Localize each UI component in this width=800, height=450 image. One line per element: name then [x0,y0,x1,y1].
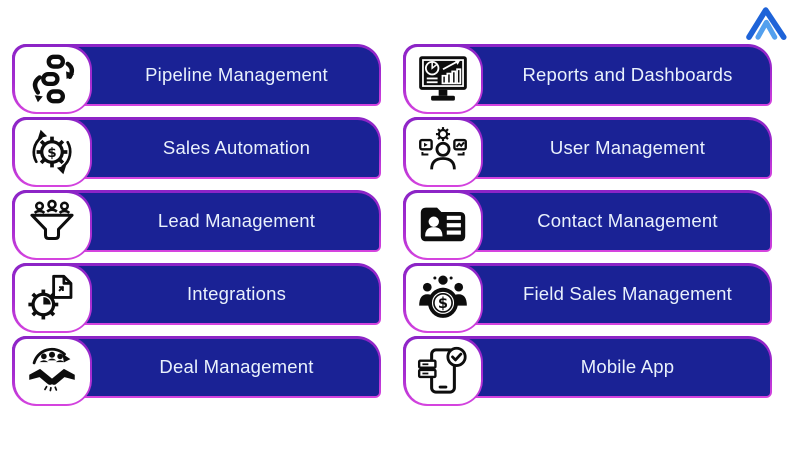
feature-card-user-management: User Management [403,117,772,187]
icon-box [12,44,92,114]
feature-label: Lead Management [157,210,316,231]
lead-funnel-icon [30,199,74,241]
feature-label: User Management [549,137,706,158]
icon-box-inner [14,46,90,112]
feature-card-integrations: Integrations [12,263,381,333]
icon-box-inner [405,46,481,112]
icon-box: $ [12,117,92,187]
phone-check-icon [417,346,467,394]
feature-card-mobile-app: Mobile App [403,336,772,406]
feature-card-deal-management: Deal Management [12,336,381,406]
feature-label: Reports and Dashboards [522,64,733,85]
icon-box [12,263,92,333]
svg-text:$: $ [438,295,448,312]
feature-label: Integrations [186,283,287,304]
people-dollar-icon: $ [419,275,467,318]
feature-card-sales-automation: Sales Automation [12,117,381,187]
icon-box [403,190,483,260]
icon-box [12,336,92,406]
feature-card-contact-management: Contact Management [403,190,772,260]
icon-box-inner [14,192,90,258]
icon-box-inner: $ [405,265,481,331]
user-gear-icon [419,127,467,170]
feature-label: Pipeline Management [145,64,328,85]
handshake-people-icon [29,347,75,392]
feature-label: Deal Management [159,356,314,377]
feature-label: Mobile App [580,356,675,377]
icon-box: $ [403,263,483,333]
gear-document-icon [28,274,73,320]
svg-text:$: $ [47,145,56,161]
pipeline-flow-icon [32,54,75,104]
icon-box [12,190,92,260]
feature-label: Contact Management [537,210,718,231]
monitor-analytics-icon [419,56,467,101]
feature-label: Sales Automation [162,137,311,158]
icon-box-inner [14,338,90,404]
icon-box-inner [405,338,481,404]
contact-card-icon [420,207,466,242]
feature-label: Field Sales Management [522,283,733,304]
icon-box-inner [405,119,481,185]
feature-card-field-sales-management: Field Sales Management [403,263,772,333]
feature-card-lead-management: Lead Management [12,190,381,260]
gear-dollar-sync-icon: $ [32,129,72,175]
feature-grid: Pipeline Management [12,44,772,406]
icon-box [403,117,483,187]
icon-box-inner [405,192,481,258]
mountain-m-logo [746,7,787,40]
icon-box-inner: $ [14,119,90,185]
icon-box-inner [14,265,90,331]
icon-box [403,336,483,406]
feature-card-pipeline-management: Pipeline Management [12,44,381,114]
feature-card-reports-and-dashboards: Reports and Dashboards [403,44,772,114]
icon-box [403,44,483,114]
